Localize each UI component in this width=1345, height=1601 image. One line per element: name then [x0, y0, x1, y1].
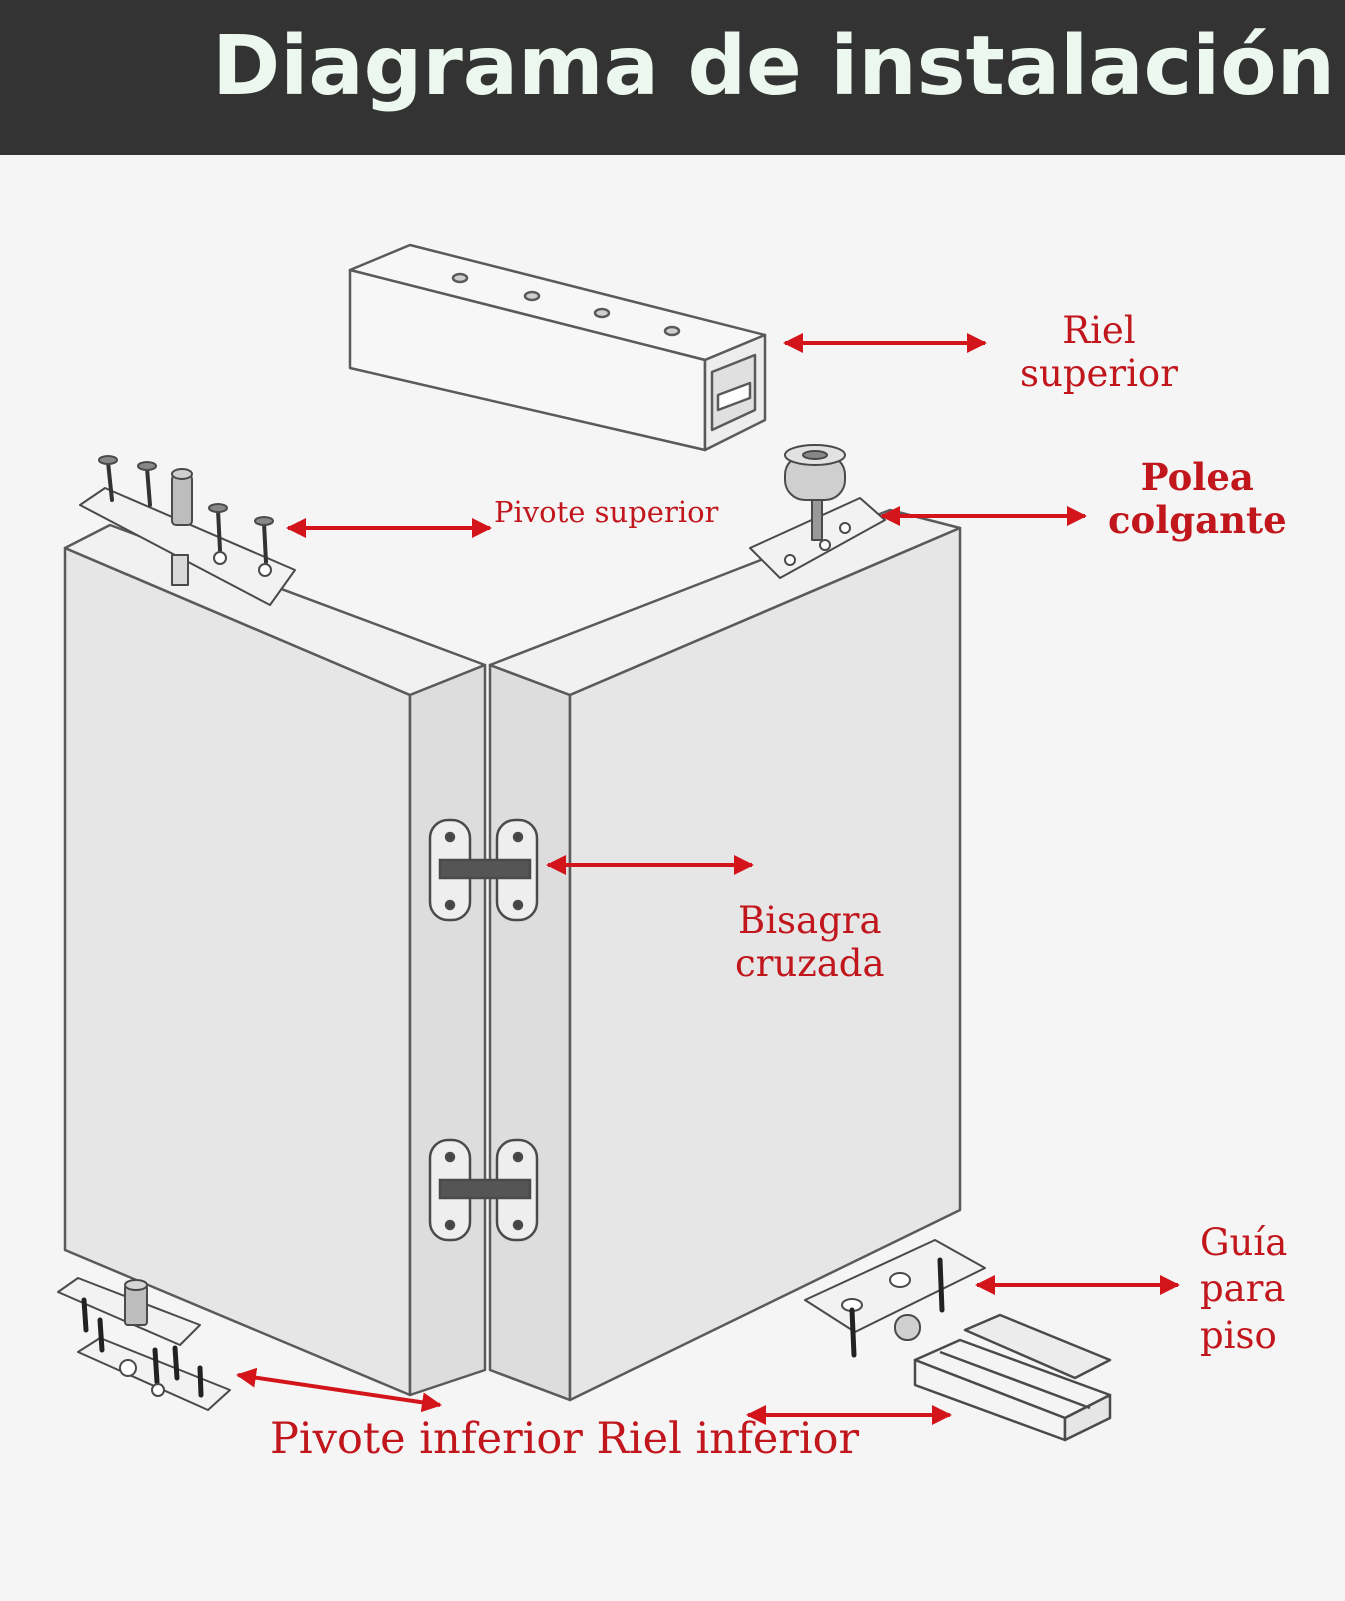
label-guia-para-piso-line1: Guía: [1200, 1221, 1288, 1264]
cross-hinge-lower: [428, 1138, 539, 1242]
header-bar: Diagrama de instalación: [0, 0, 1345, 155]
label-bisagra-cruzada-line1: Bisagra: [738, 899, 882, 942]
bottom-pivot: [57, 1277, 231, 1411]
label-riel-inferior: Riel inferior: [596, 1414, 860, 1464]
callout-arrows: [236, 333, 1180, 1425]
label-bisagra-cruzada-line2: cruzada: [735, 941, 885, 985]
label-pivote-superior: Pivote superior: [494, 495, 719, 529]
arrow-pivote-inferior: [236, 1367, 442, 1413]
right-panel-edge: [488, 663, 572, 1402]
label-pivote-inferior: Pivote inferior: [270, 1414, 583, 1464]
label-polea-colgante-line1: Polea: [1140, 455, 1254, 499]
cross-hinge-upper: [428, 818, 539, 922]
top-rail: [348, 243, 767, 452]
label-riel-superior: Riel superior: [1020, 309, 1178, 395]
label-riel-superior-line2: superior: [1020, 351, 1178, 395]
right-panel-face: [568, 526, 962, 1402]
label-polea-colgante-line2: colgante: [1108, 497, 1287, 542]
floor-guide-screws: [849, 1257, 945, 1358]
label-polea-colgante: Polea colgante: [1108, 456, 1287, 541]
page-title: Diagrama de instalación: [212, 19, 1335, 114]
label-guia-para-piso-line2: para: [1200, 1267, 1286, 1311]
top-pivot-screws: [106, 460, 268, 564]
left-panel-face: [63, 546, 412, 1397]
label-bisagra-cruzada: Bisagra cruzada: [735, 899, 885, 985]
left-panel-edge: [408, 663, 487, 1397]
bottom-rail: [913, 1313, 1112, 1442]
label-guia-para-piso: Guía para piso: [1200, 1220, 1287, 1359]
label-riel-superior-line1: Riel: [1062, 309, 1136, 352]
label-guia-para-piso-line3: piso: [1200, 1313, 1277, 1357]
bottom-pivot-screws: [81, 1297, 204, 1398]
label-bottom-row: Pivote inferior Riel inferior: [270, 1414, 860, 1464]
floor-guide: [804, 1239, 986, 1358]
top-pivot: [79, 455, 296, 606]
hanging-pulley: [749, 444, 886, 579]
